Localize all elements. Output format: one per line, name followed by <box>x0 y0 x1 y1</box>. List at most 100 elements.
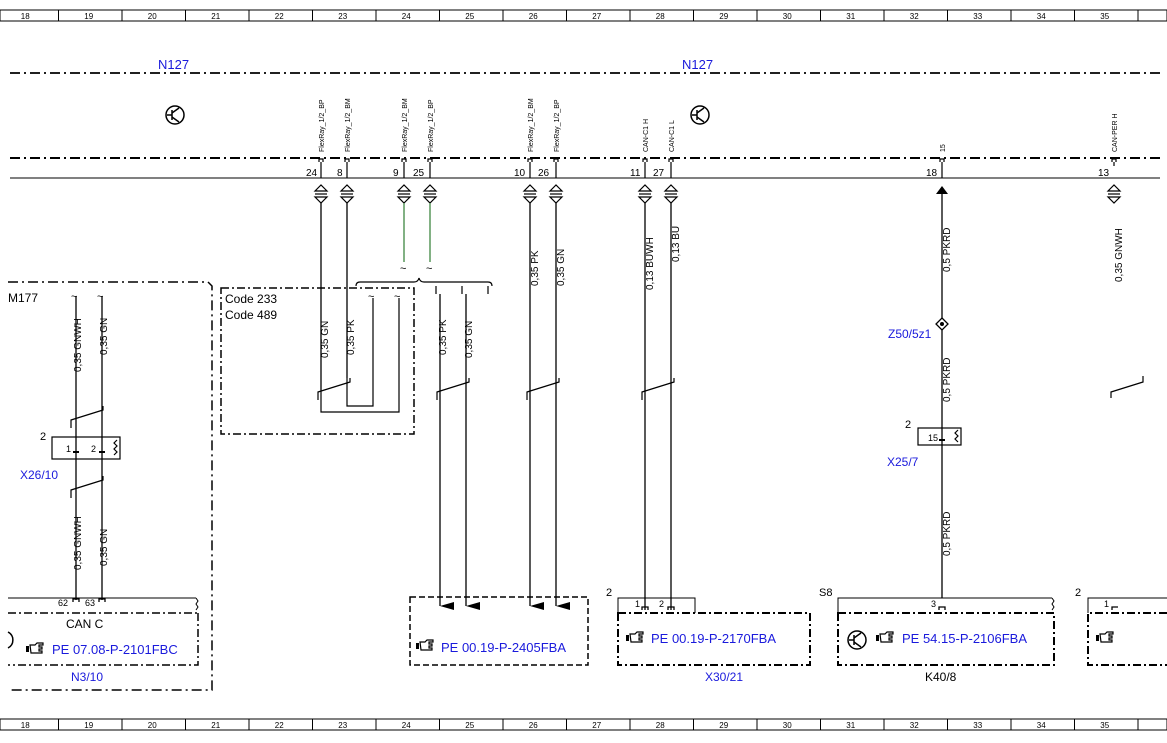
k40-8-label: K40/8 <box>925 670 957 684</box>
ruler-number: 20 <box>148 721 157 730</box>
ruler-number: 35 <box>1100 721 1109 730</box>
code-box <box>220 287 415 435</box>
svg-text:~: ~ <box>368 291 374 303</box>
ruler-number: 18 <box>21 12 30 21</box>
pin-number: 27 <box>653 168 665 179</box>
ruler-number: 27 <box>592 12 601 21</box>
group-brace <box>355 277 493 287</box>
pin-number: 13 <box>1098 168 1110 179</box>
pin-label: FlexRay_1/2_BM <box>345 98 352 152</box>
bottom-ruler <box>0 718 1167 731</box>
x25-7-label[interactable]: X25/7 <box>887 455 919 469</box>
wire-label: 0,5 PKRD <box>942 358 953 402</box>
ruler-number: 24 <box>402 12 411 21</box>
pointing-hand-icon <box>1095 631 1114 643</box>
pin-labels: FlexRay_1/2_BP FlexRay_1/2_BM FlexRay_1/… <box>319 98 1119 152</box>
ruler-number: 23 <box>338 721 347 730</box>
ruler-number: 31 <box>846 12 855 21</box>
ruler-number: 22 <box>275 721 284 730</box>
transistor-icon <box>690 105 710 125</box>
m177-label: M177 <box>8 291 38 305</box>
ref-link-mid[interactable]: PE 00.19-P-2405FBA <box>441 640 566 655</box>
right-partial-connector <box>1087 597 1167 666</box>
pin-number: 9 <box>393 168 399 179</box>
wires <box>320 194 943 598</box>
code-label: Code 489 <box>225 308 277 322</box>
ruler-number: 32 <box>910 721 919 730</box>
partial-transistor-icon <box>7 631 14 649</box>
wire-label: 0,35 GN <box>99 318 110 355</box>
pin-number: 24 <box>306 168 318 179</box>
ref-box-mid <box>409 596 589 666</box>
ruler-number: 25 <box>465 721 474 730</box>
x26-10-label[interactable]: X26/10 <box>20 468 58 482</box>
module-label-right[interactable]: N127 <box>682 57 713 72</box>
svg-text:~: ~ <box>400 263 406 275</box>
ref-link-x30[interactable]: PE 00.19-P-2170FBA <box>651 631 776 646</box>
ruler-number: 20 <box>148 12 157 21</box>
m177-box <box>8 281 213 691</box>
pin-number: 26 <box>538 168 550 179</box>
x25-pin: 15 <box>928 433 938 443</box>
pin-number: 11 <box>630 168 641 179</box>
wire-label: 0,35 PK <box>438 319 449 355</box>
ruler-number: 21 <box>211 12 220 21</box>
arrows-mid <box>439 294 570 610</box>
top-ruler <box>0 9 1167 22</box>
right-number: 2 <box>1075 587 1081 599</box>
x26-pin: 1 <box>66 444 71 454</box>
k40-pin: 3 <box>931 599 936 609</box>
n3-10-label[interactable]: N3/10 <box>71 670 103 684</box>
wire-label: 0,5 PKRD <box>942 512 953 556</box>
pointing-hand-icon <box>25 642 44 654</box>
wire-label: 0,35 GNWH <box>73 516 84 570</box>
x30-21-label[interactable]: X30/21 <box>705 670 743 684</box>
ruler-number: 24 <box>402 721 411 730</box>
x26-number: 2 <box>40 431 46 443</box>
pointing-hand-icon <box>625 631 644 643</box>
pin-label: FlexRay_1/2_BP <box>554 99 561 152</box>
n3-10-connector <box>8 597 199 666</box>
ruler-number: 34 <box>1037 12 1046 21</box>
ruler-number: 26 <box>529 12 538 21</box>
ruler-number: 18 <box>21 721 30 730</box>
ref-link-n3[interactable]: PE 07.08-P-2101FBC <box>52 642 178 657</box>
s8-label: S8 <box>819 587 832 599</box>
k40-8-connector <box>837 597 1055 666</box>
brace-stubs <box>435 286 489 294</box>
ruler-number: 26 <box>529 721 538 730</box>
can-c-label: CAN C <box>66 617 104 631</box>
ruler-number: 21 <box>211 721 220 730</box>
ruler-number: 25 <box>465 12 474 21</box>
wire-label: 0,35 GN <box>320 321 331 358</box>
ruler-number: 31 <box>846 721 855 730</box>
module-label-left[interactable]: N127 <box>158 57 189 72</box>
wires-green <box>403 203 431 262</box>
x30-pin: 2 <box>659 599 664 609</box>
ruler-number: 23 <box>338 12 347 21</box>
svg-text:~: ~ <box>426 263 432 275</box>
wire-label: 0,35 GNWH <box>1114 228 1125 282</box>
wire-label: 0,13 BU <box>671 226 682 262</box>
ruler-number: 32 <box>910 12 919 21</box>
wire-label: 0,5 PKRD <box>942 228 953 272</box>
ref-link-k40[interactable]: PE 54.15-P-2106FBA <box>902 631 1027 646</box>
ruler-number: 19 <box>84 12 93 21</box>
ruler-number: 27 <box>592 721 601 730</box>
wire-label: 0,35 GN <box>464 321 475 358</box>
pin-label: FlexRay_1/2_BM <box>528 98 535 152</box>
ruler-number: 19 <box>84 721 93 730</box>
x30-number: 2 <box>606 587 612 599</box>
wire-label: 0,35 GNWH <box>73 318 84 372</box>
ruler-number: 33 <box>973 721 982 730</box>
wire-label: 0,35 GN <box>556 249 567 286</box>
z50-label[interactable]: Z50/5z1 <box>888 327 932 341</box>
code-loop <box>320 298 400 413</box>
ruler-number: 29 <box>719 12 728 21</box>
pin-number: 10 <box>514 168 526 179</box>
x30-21-connector <box>617 380 811 666</box>
connector-symbols <box>314 184 1121 204</box>
pin-label: FlexRay_1/2_BM <box>402 98 409 152</box>
right-pin: 1 <box>1104 599 1109 609</box>
pin-numbers: 24 8 9 25 10 26 11 27 18 13 <box>306 168 1110 179</box>
